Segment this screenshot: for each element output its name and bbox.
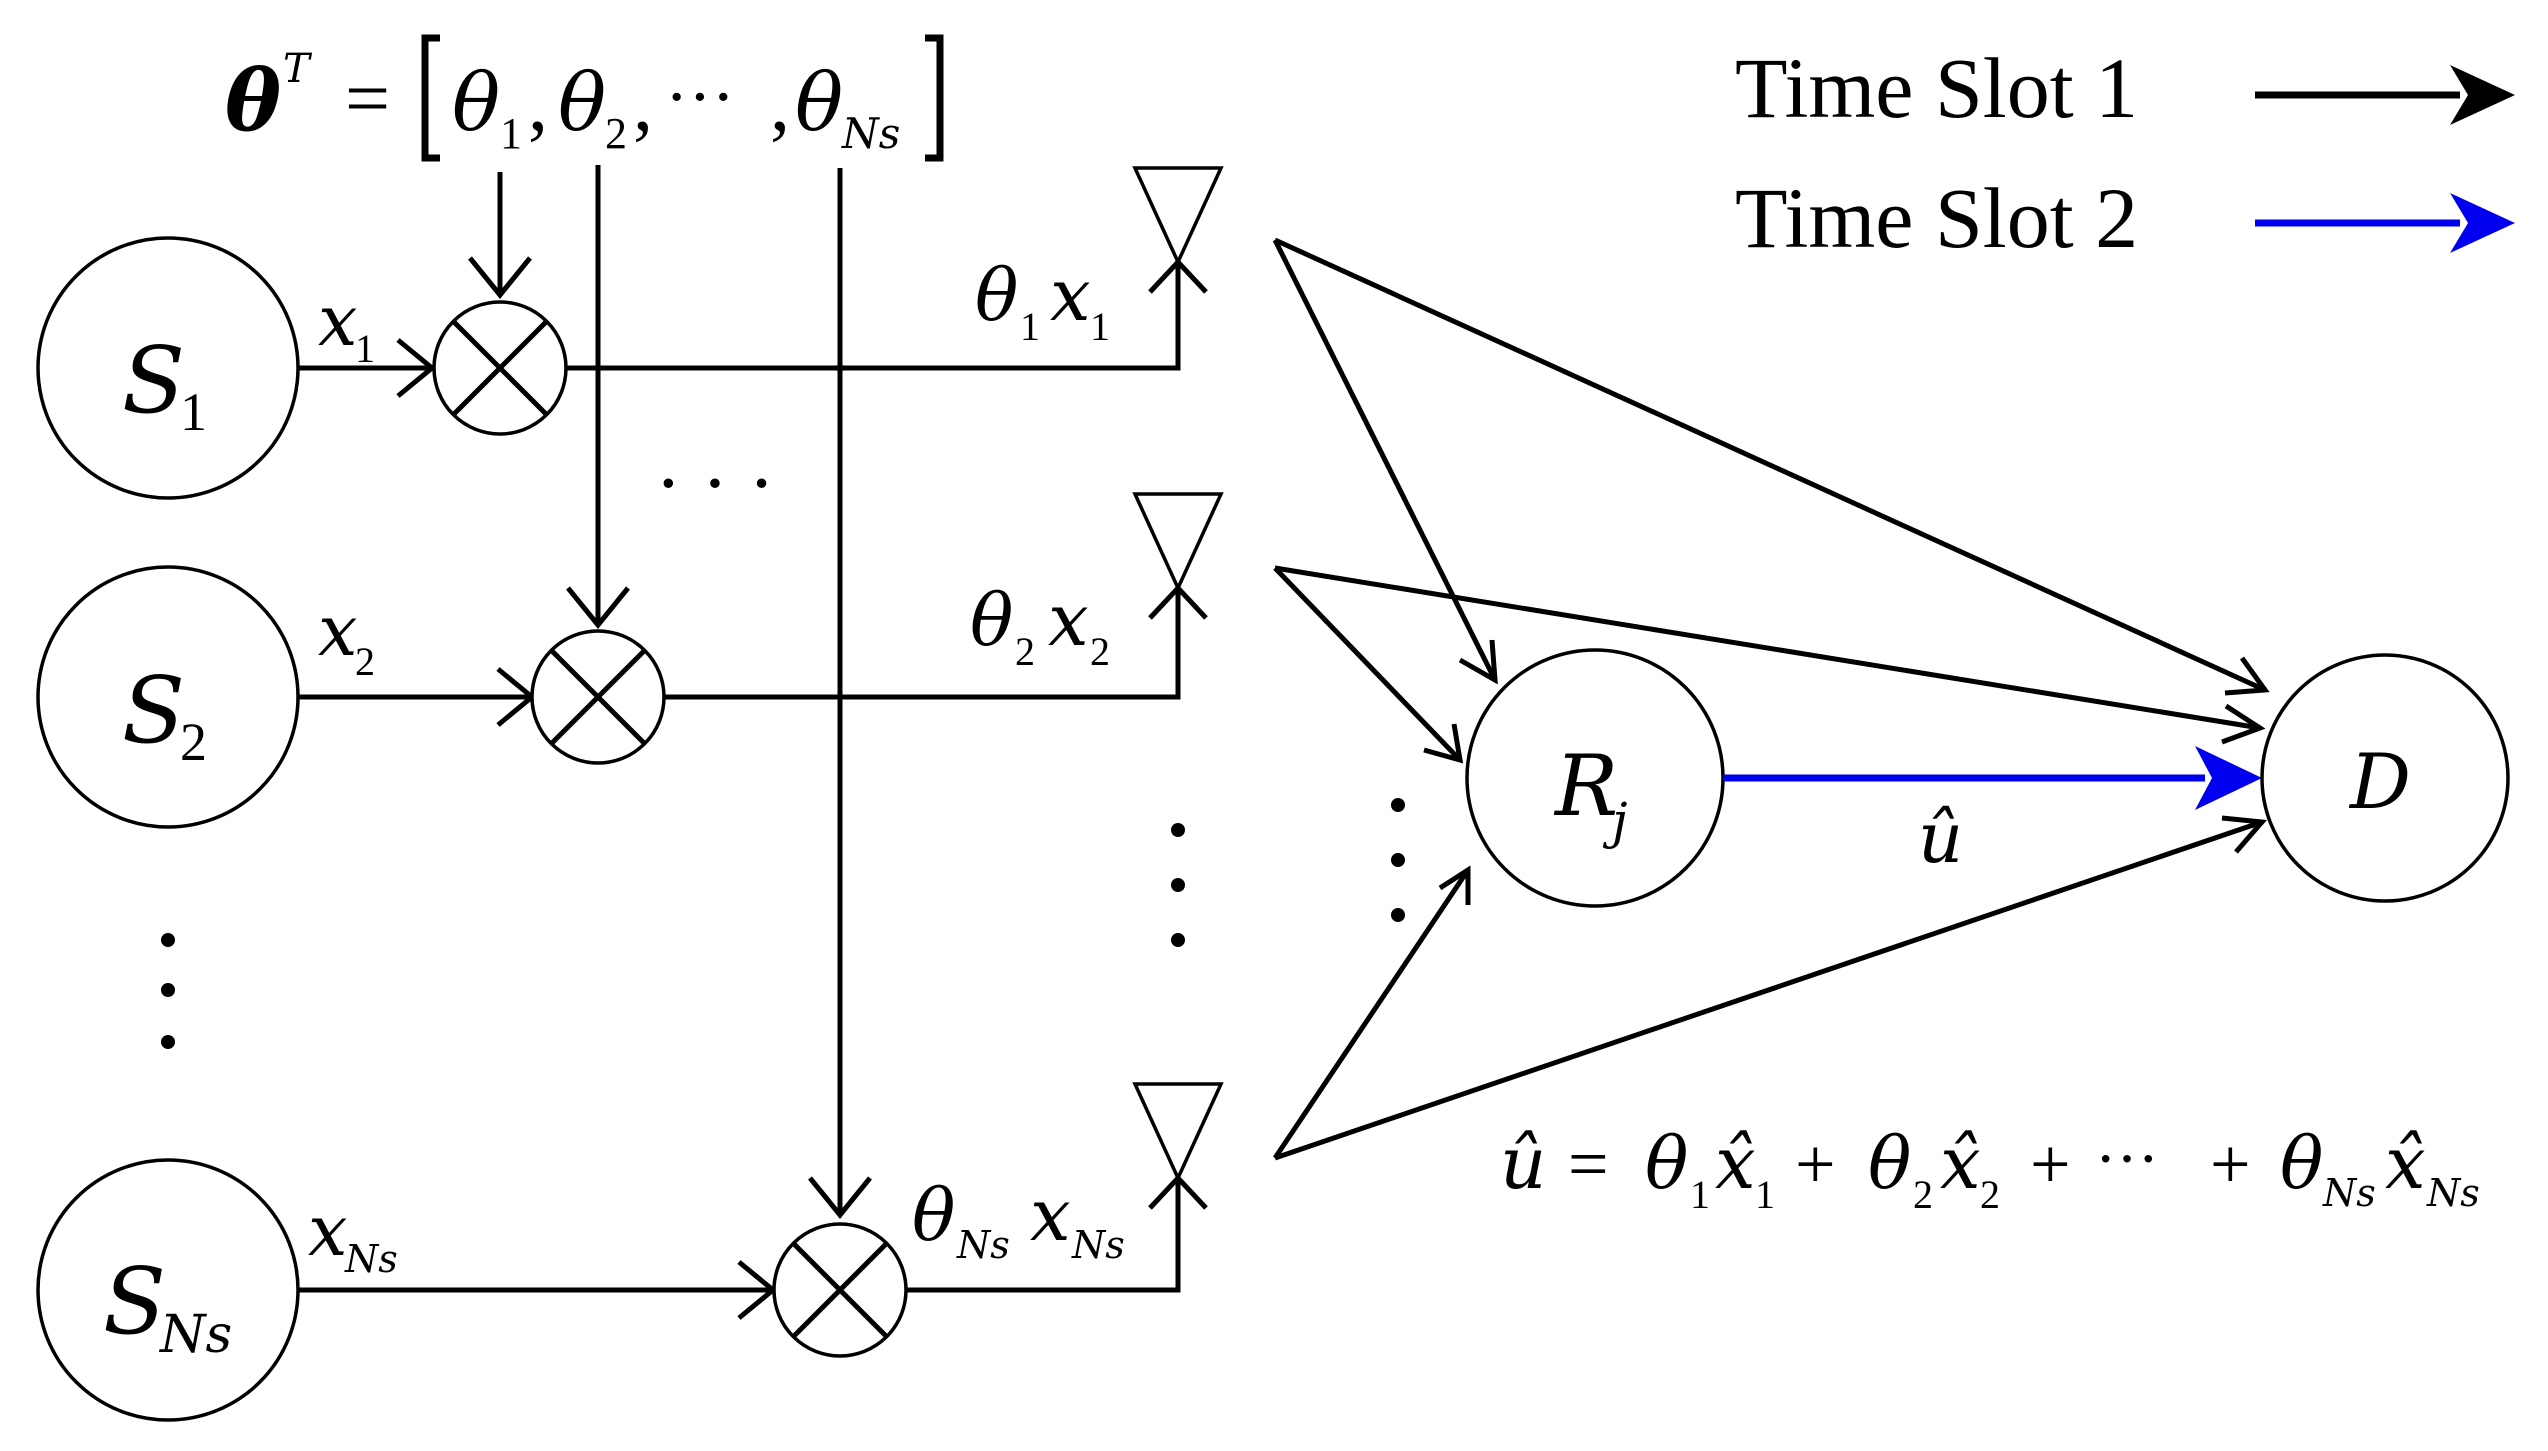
eq-thetaN: θ — [2280, 1121, 2323, 1205]
product-2-theta-sub: 2 — [1015, 629, 1035, 674]
multiplier-ellipsis: · · · — [655, 440, 775, 528]
theta1-symbol: θ — [452, 56, 500, 149]
product-n-x-sub: Ns — [1071, 1223, 1125, 1267]
product-2-x-sub: 2 — [1090, 629, 1110, 674]
eq-equals: = — [1568, 1124, 1609, 1204]
antenna-1-icon — [1132, 166, 1224, 267]
antenna-ellipsis — [1171, 823, 1185, 947]
eq-theta1-sub: 1 — [1690, 1172, 1710, 1217]
product-n-x: x — [1030, 1173, 1071, 1257]
product-1-x: x — [1050, 253, 1091, 337]
product-n-theta-sub: Ns — [956, 1223, 1010, 1267]
signal-x1: x — [318, 280, 357, 362]
eq-theta2-sub: 2 — [1913, 1172, 1933, 1217]
signal-xn-subscript: Ns — [344, 1237, 398, 1281]
theta2-symbol: θ — [558, 56, 606, 149]
theta-vector-symbol: θ — [225, 51, 281, 150]
equals-sign: = — [345, 55, 390, 143]
signal-x1-subscript: 1 — [355, 326, 375, 371]
multiplier-to-antenna-lines — [566, 258, 1208, 1293]
svg-text:,: , — [633, 60, 653, 148]
multiplier-2 — [530, 629, 666, 765]
relay-to-destination-link: û — [1723, 746, 2262, 879]
legend-slot2-arrowhead — [2450, 193, 2515, 253]
source-n-subscript: Ns — [158, 1305, 232, 1365]
thetaN-subscript: Ns — [841, 109, 900, 158]
source-node-n: S Ns — [36, 1158, 300, 1422]
theta2-subscript: 2 — [605, 109, 627, 158]
product-2-x: x — [1048, 578, 1089, 662]
destination-letter: D — [2348, 737, 2411, 826]
left-bracket — [421, 34, 440, 162]
coefficient-feed-lines — [468, 165, 872, 1219]
relay-letter: R — [1553, 737, 1618, 835]
relay-output-label: û — [1918, 797, 1963, 879]
source-node-1: S 1 — [36, 236, 300, 500]
signal-xn: x — [308, 1190, 347, 1272]
eq-thetaN-sub: Ns — [2322, 1171, 2376, 1215]
source-2-subscript: 2 — [180, 712, 207, 772]
eq-xhat2: x̂ — [1940, 1121, 1981, 1205]
source-n-letter: S — [103, 1248, 166, 1355]
source-1-subscript: 1 — [180, 382, 207, 442]
vector-ellipsis: ··· — [665, 59, 735, 136]
eq-xhatN: x̂ — [2385, 1121, 2426, 1205]
relay-node: R j — [1465, 648, 1725, 908]
eq-theta1: θ — [1645, 1121, 1688, 1205]
multiplier-1 — [432, 300, 568, 436]
transpose-superscript: T — [283, 46, 313, 92]
theta1-subscript: 1 — [500, 109, 522, 158]
product-1-theta-sub: 1 — [1020, 304, 1040, 349]
coefficient-vector: θ T = θ 1 , θ 2 , ··· , θ Ns — [225, 34, 944, 162]
eq-xhatN-sub: Ns — [2426, 1171, 2480, 1215]
eq-lhs: û — [1500, 1121, 1546, 1205]
product-2-theta: θ — [970, 578, 1013, 662]
destination-node: D — [2260, 653, 2510, 903]
eq-xhat1: x̂ — [1715, 1121, 1756, 1205]
source-1-letter: S — [122, 327, 185, 434]
signal-x2-subscript: 2 — [355, 639, 375, 684]
product-labels: θ 1 x 1 θ 2 x 2 θ Ns x Ns — [912, 253, 1125, 1267]
thetaN-symbol: θ — [795, 56, 843, 149]
legend-slot1-label: Time Slot 1 — [1735, 40, 2138, 136]
legend: Time Slot 1 Time Slot 2 — [1735, 40, 2515, 266]
legend-slot2-label: Time Slot 2 — [1735, 170, 2138, 266]
antenna-2-icon — [1132, 492, 1224, 593]
eq-plus-1: + — [1795, 1124, 1836, 1204]
legend-slot1-arrowhead — [2450, 65, 2515, 125]
svg-text:,: , — [770, 60, 790, 148]
multiplier-n — [772, 1222, 908, 1358]
product-1-theta: θ — [975, 253, 1018, 337]
eq-xhat1-sub: 1 — [1755, 1172, 1775, 1217]
eq-ellipsis: ··· — [2095, 1123, 2159, 1194]
antenna-n-icon — [1132, 1082, 1224, 1183]
right-bracket — [925, 34, 944, 162]
product-n-theta: θ — [912, 1173, 955, 1257]
source-node-2: S 2 — [36, 565, 300, 829]
svg-text:,: , — [528, 60, 548, 148]
source-to-multiplier-lines: x 1 x 2 x Ns — [298, 280, 777, 1320]
source-2-letter: S — [122, 657, 185, 764]
eq-theta2: θ — [1868, 1121, 1911, 1205]
signal-x2: x — [318, 590, 357, 672]
eq-plus-3: + — [2210, 1124, 2251, 1204]
relay-ellipsis — [1391, 798, 1405, 922]
network-coding-equation: û = θ 1 x̂ 1 + θ 2 x̂ 2 + ··· + θ Ns x̂ … — [1500, 1121, 2480, 1217]
product-1-x-sub: 1 — [1090, 304, 1110, 349]
eq-plus-2: + — [2030, 1124, 2071, 1204]
broadcast-links — [1272, 237, 2270, 1161]
source-ellipsis — [161, 933, 175, 1049]
eq-xhat2-sub: 2 — [1980, 1172, 2000, 1217]
